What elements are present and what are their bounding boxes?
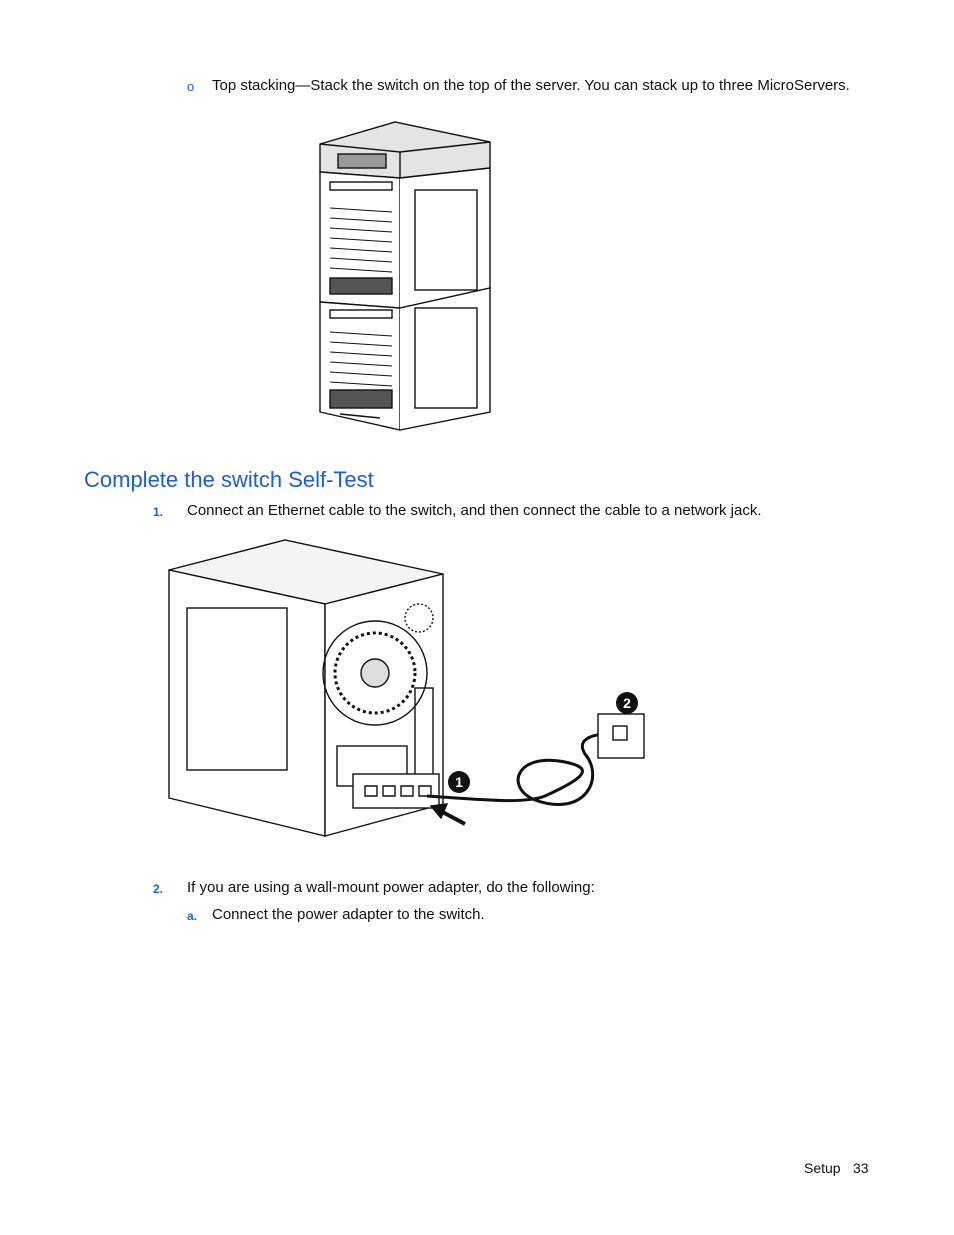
step-number: 2. [153, 882, 164, 896]
step-number: 1. [153, 505, 164, 519]
substep-text: Connect the power adapter to the switch. [212, 906, 485, 923]
callout-1: 1 [448, 771, 470, 793]
step-text: Connect an Ethernet cable to the switch,… [187, 502, 762, 519]
bullet-marker: o [187, 79, 195, 94]
ethernet-connection-figure [168, 539, 645, 837]
step-text: If you are using a wall-mount power adap… [187, 879, 595, 896]
substep-letter: a. [187, 909, 198, 923]
footer-page-number: 33 [853, 1160, 869, 1176]
footer-section: Setup [804, 1160, 841, 1176]
stacked-servers-figure [319, 121, 491, 431]
top-stacking-text: Top stacking—Stack the switch on the top… [212, 77, 850, 94]
section-heading: Complete the switch Self-Test [84, 467, 374, 492]
callout-2: 2 [616, 692, 638, 714]
